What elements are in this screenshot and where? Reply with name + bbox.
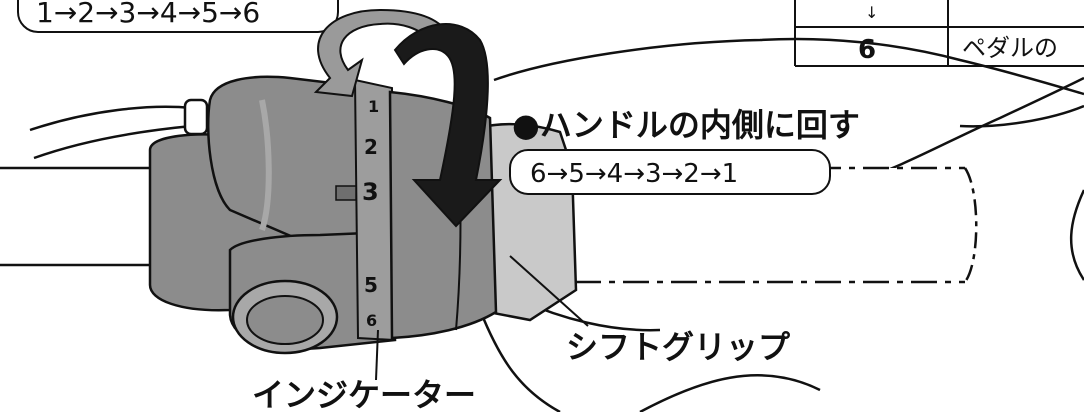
sequence-top-text: 1→2→3→4→5→6 [36,0,260,29]
table-gear-number: 6 [858,35,876,65]
sequence-inner-text: 6→5→4→3→2→1 [530,159,738,189]
label-shift-grip: シフトグリップ [566,328,791,366]
table-description: ペダルの [962,34,1058,62]
gray-rotation-arrow [316,10,448,96]
indicator-number-1: 1 [368,97,379,116]
indicator-number-5: 5 [364,273,378,297]
indicator-number-6: 6 [366,311,377,330]
instruction-inner: ●ハンドルの内側に回す [512,106,860,144]
indicator-number-2: 2 [364,135,378,159]
sequence-inner-box: 6→5→4→3→2→1 [510,150,830,194]
table-arrow: ↓ [865,3,878,22]
indicator-number-3: 3 [362,178,379,206]
label-indicator: インジケーター [252,376,476,412]
sequence-top-box: 1→2→3→4→5→6 [18,0,338,32]
